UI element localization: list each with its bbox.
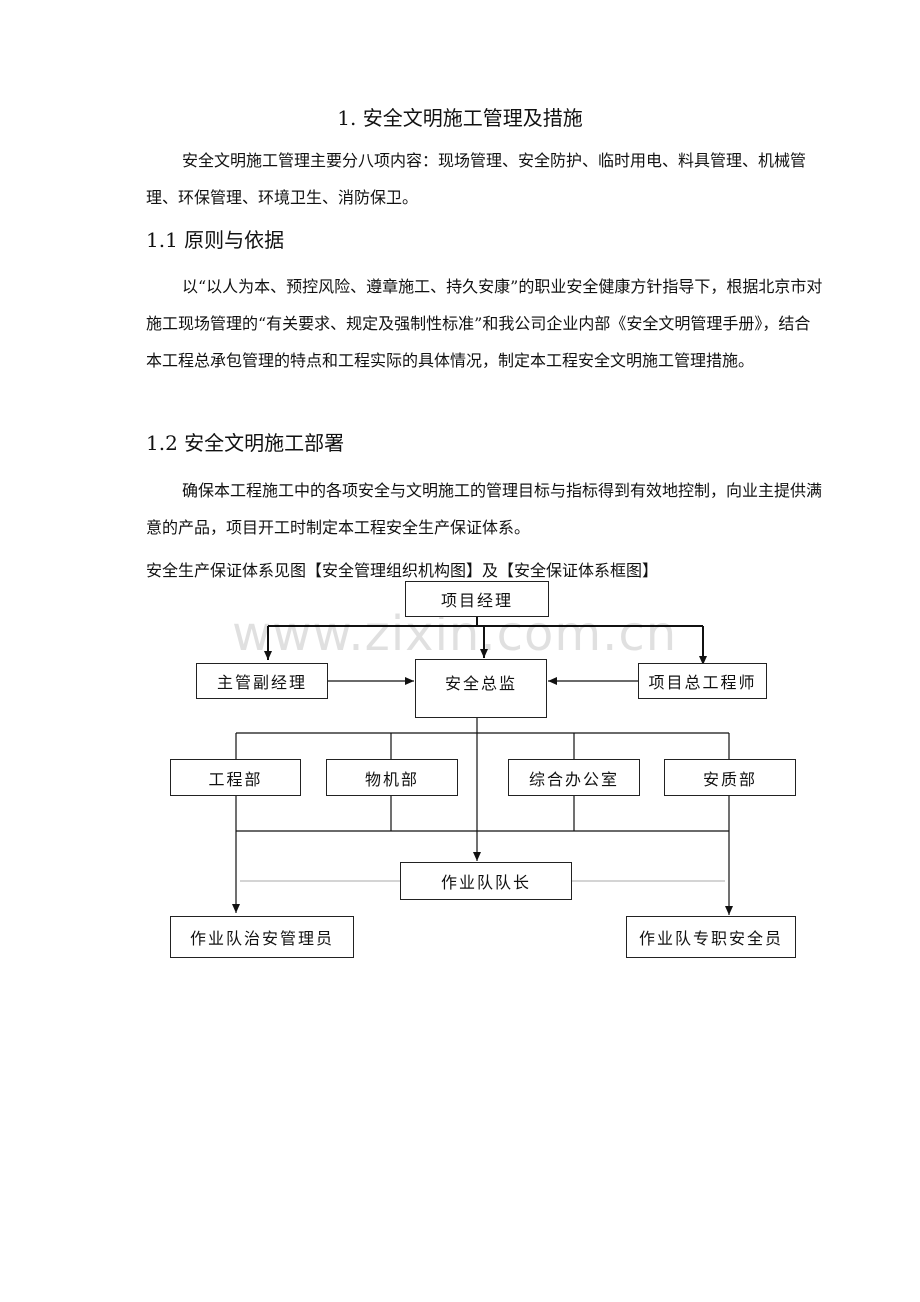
heading-1-2: 1.2 安全文明施工部署 <box>146 431 345 455</box>
node-safety-director: 安全总监 <box>415 659 547 718</box>
node-general-office: 综合办公室 <box>508 759 640 796</box>
node-team-leader: 作业队队长 <box>400 862 572 900</box>
node-project-manager: 项目经理 <box>405 581 549 617</box>
node-deputy-manager: 主管副经理 <box>196 663 328 699</box>
node-team-security-officer: 作业队治安管理员 <box>170 916 354 958</box>
section-title: 1. 安全文明施工管理及措施 <box>337 106 583 130</box>
paragraph-1-1: 以“以人为本、预控风险、遵章施工、持久安康”的职业安全健康方针指导下，根据北京市… <box>146 277 823 370</box>
node-materials-dept: 物机部 <box>326 759 458 796</box>
node-engineering-dept: 工程部 <box>170 759 301 796</box>
node-team-safety-officer: 作业队专职安全员 <box>626 916 796 958</box>
heading-1-1: 1.1 原则与依据 <box>146 228 285 252</box>
node-chief-engineer: 项目总工程师 <box>638 663 767 699</box>
diagram-caption: 安全生产保证体系见图【安全管理组织机构图】及【安全保证体系框图】 <box>146 561 659 580</box>
node-quality-safety-dept: 安质部 <box>664 759 796 796</box>
paragraph-1-2: 确保本工程施工中的各项安全与文明施工的管理目标与指标得到有效地控制，向业主提供满… <box>146 481 823 537</box>
intro-paragraph: 安全文明施工管理主要分八项内容：现场管理、安全防护、临时用电、料具管理、机械管理… <box>146 151 807 207</box>
